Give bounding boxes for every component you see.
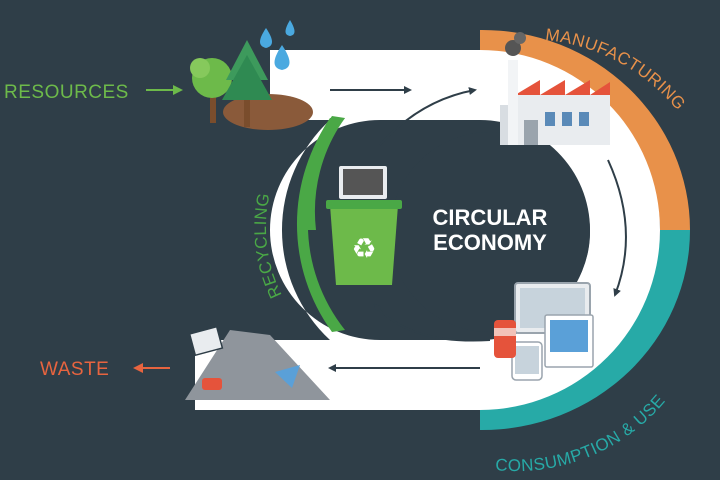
flow-arrow-consumption-to-recycling — [373, 303, 491, 342]
trees-and-water-drops-icon — [190, 20, 313, 130]
recycle-symbol: ♻ — [351, 233, 376, 264]
waste-label: WASTE — [40, 359, 109, 380]
consumption-ring-segment — [480, 230, 690, 431]
center-title-line1: CIRCULAR — [433, 205, 548, 230]
flow-arrow-manufacturing-to-consumption — [607, 159, 627, 297]
center-title-line2: ECONOMY — [433, 230, 547, 255]
flow-arrow-inner-top — [379, 87, 477, 146]
devices-icon — [494, 282, 594, 381]
factory-icon — [500, 32, 610, 145]
resources-label: RESOURCES — [4, 82, 129, 103]
recycling-ring-inner — [299, 118, 345, 230]
manufacturing-ring-segment — [480, 29, 690, 231]
recycle-bin-icon: ♻ — [326, 164, 402, 285]
landfill-icon — [185, 325, 330, 400]
